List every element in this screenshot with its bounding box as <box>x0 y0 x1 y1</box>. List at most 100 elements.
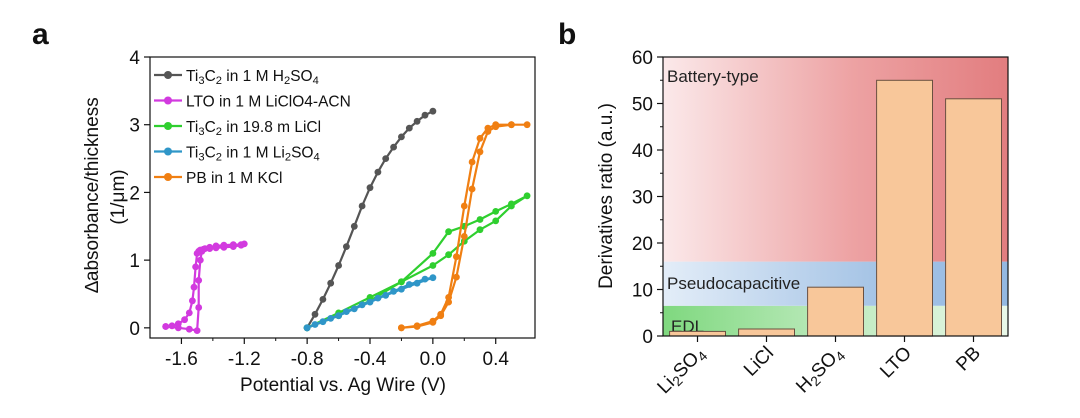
data-point-pb <box>460 233 468 240</box>
data-point-ti3c2_h2so4 <box>429 107 437 115</box>
category-label: LTO <box>876 343 916 383</box>
data-point-pb <box>398 324 405 332</box>
y-tick-label: 1 <box>129 251 140 272</box>
data-point-ti3c2_licl <box>429 262 437 269</box>
data-point-ti3c2_h2so4 <box>382 155 390 163</box>
data-point-ti3c2_h2so4 <box>405 124 413 132</box>
data-point-pb <box>413 322 421 330</box>
data-point-ti3c2_li2so4 <box>390 287 397 295</box>
data-point-pb <box>445 294 452 301</box>
legend-marker-ti3c2_li2so4 <box>164 147 172 156</box>
data-point-lto <box>229 243 237 251</box>
data-point-lto <box>181 316 189 324</box>
legend-label-ti3c2_li2so4: Ti3C2 in 1 M Li2SO4 <box>186 145 320 164</box>
data-point-ti3c2_h2so4 <box>319 296 327 303</box>
data-point-ti3c2_li2so4 <box>311 321 319 328</box>
category-label: LiCl <box>740 343 778 381</box>
data-point-ti3c2_li2so4 <box>421 275 429 283</box>
y-tick-label: 20 <box>632 234 653 255</box>
data-point-pb <box>453 273 460 281</box>
data-point-ti3c2_licl <box>523 192 531 200</box>
panel-a-frame <box>149 56 536 339</box>
data-point-ti3c2_h2so4 <box>374 168 382 176</box>
data-point-lto <box>192 263 200 271</box>
data-point-ti3c2_licl <box>476 216 484 223</box>
data-point-ti3c2_li2so4 <box>405 281 413 288</box>
data-point-pb <box>523 121 531 129</box>
data-point-ti3c2_h2so4 <box>366 184 374 192</box>
data-point-pb <box>492 121 500 129</box>
legend-marker-pb <box>164 173 172 181</box>
data-point-ti3c2_h2so4 <box>350 222 358 230</box>
data-point-ti3c2_licl <box>398 278 405 286</box>
data-point-ti3c2_li2so4 <box>327 315 335 322</box>
category-label: H2SO4 <box>792 342 848 398</box>
panel-a-x-axis-title: Potential vs. Ag Wire (V) <box>240 375 446 396</box>
data-point-ti3c2_h2so4 <box>335 262 342 269</box>
data-point-pb <box>476 148 484 156</box>
data-point-lto <box>237 241 245 249</box>
category-label: Li2SO4 <box>654 342 711 399</box>
data-point-ti3c2_h2so4 <box>398 133 405 141</box>
data-point-ti3c2_li2so4 <box>413 279 421 287</box>
data-point-ti3c2_li2so4 <box>398 285 405 293</box>
y-tick-label: 3 <box>129 116 140 137</box>
data-point-lto <box>206 245 214 253</box>
x-tick-label: -1.2 <box>228 349 261 370</box>
region-label-battery-type: Battery-type <box>667 67 759 86</box>
data-point-pb <box>476 134 484 142</box>
data-point-ti3c2_li2so4 <box>343 308 350 315</box>
data-point-lto <box>162 323 170 330</box>
data-point-ti3c2_licl <box>476 226 484 234</box>
panel-a-y-axis-title: ∆absorbance/thickness <box>82 97 103 292</box>
data-point-ti3c2_li2so4 <box>303 324 311 332</box>
data-point-lto <box>212 244 220 252</box>
data-point-ti3c2_h2so4 <box>343 243 350 251</box>
data-point-lto <box>185 325 193 333</box>
bar <box>945 98 1002 337</box>
panel-b-y-axis-title: Derivatives ratio (a.u.) <box>596 103 617 289</box>
legend-marker-ti3c2_h2so4 <box>164 71 172 79</box>
data-point-ti3c2_li2so4 <box>335 312 342 320</box>
data-point-ti3c2_licl <box>492 208 500 215</box>
data-point-pb <box>508 121 515 129</box>
data-point-ti3c2_li2so4 <box>366 298 374 306</box>
data-point-ti3c2_h2so4 <box>311 310 319 318</box>
data-point-ti3c2_h2so4 <box>413 117 421 125</box>
bar <box>807 286 864 337</box>
data-point-pb <box>468 158 476 166</box>
data-point-pb <box>429 317 437 325</box>
legend-marker-ti3c2_licl <box>164 122 172 130</box>
data-point-ti3c2_licl <box>445 251 452 259</box>
series-line-lto <box>165 242 246 332</box>
y-tick-label: 50 <box>632 95 653 116</box>
data-point-lto <box>196 256 204 264</box>
data-point-ti3c2_li2so4 <box>382 291 390 299</box>
data-point-ti3c2_h2so4 <box>421 111 429 119</box>
data-point-pb <box>484 124 492 132</box>
data-point-lto <box>220 243 228 251</box>
panel-label-b: b <box>558 18 576 51</box>
data-point-pb <box>453 253 460 261</box>
y-tick-label: 40 <box>632 141 653 162</box>
data-point-lto <box>168 322 176 330</box>
panel-a-y-axis-unit: (1/μm) <box>108 169 129 224</box>
x-tick-label: -1.6 <box>165 349 198 370</box>
data-point-lto <box>195 304 203 311</box>
legend-label-pb: PB in 1 M KCl <box>186 170 282 187</box>
bar <box>738 328 795 337</box>
data-point-lto <box>193 327 201 334</box>
category-label: PB <box>952 343 985 376</box>
data-point-ti3c2_licl <box>429 250 437 257</box>
data-point-ti3c2_li2so4 <box>374 294 382 302</box>
data-point-lto <box>189 297 196 305</box>
data-point-pb <box>437 310 445 318</box>
bar <box>876 79 933 337</box>
data-point-pb <box>445 298 452 306</box>
legend-marker-lto <box>164 96 172 105</box>
data-point-ti3c2_li2so4 <box>319 318 327 326</box>
